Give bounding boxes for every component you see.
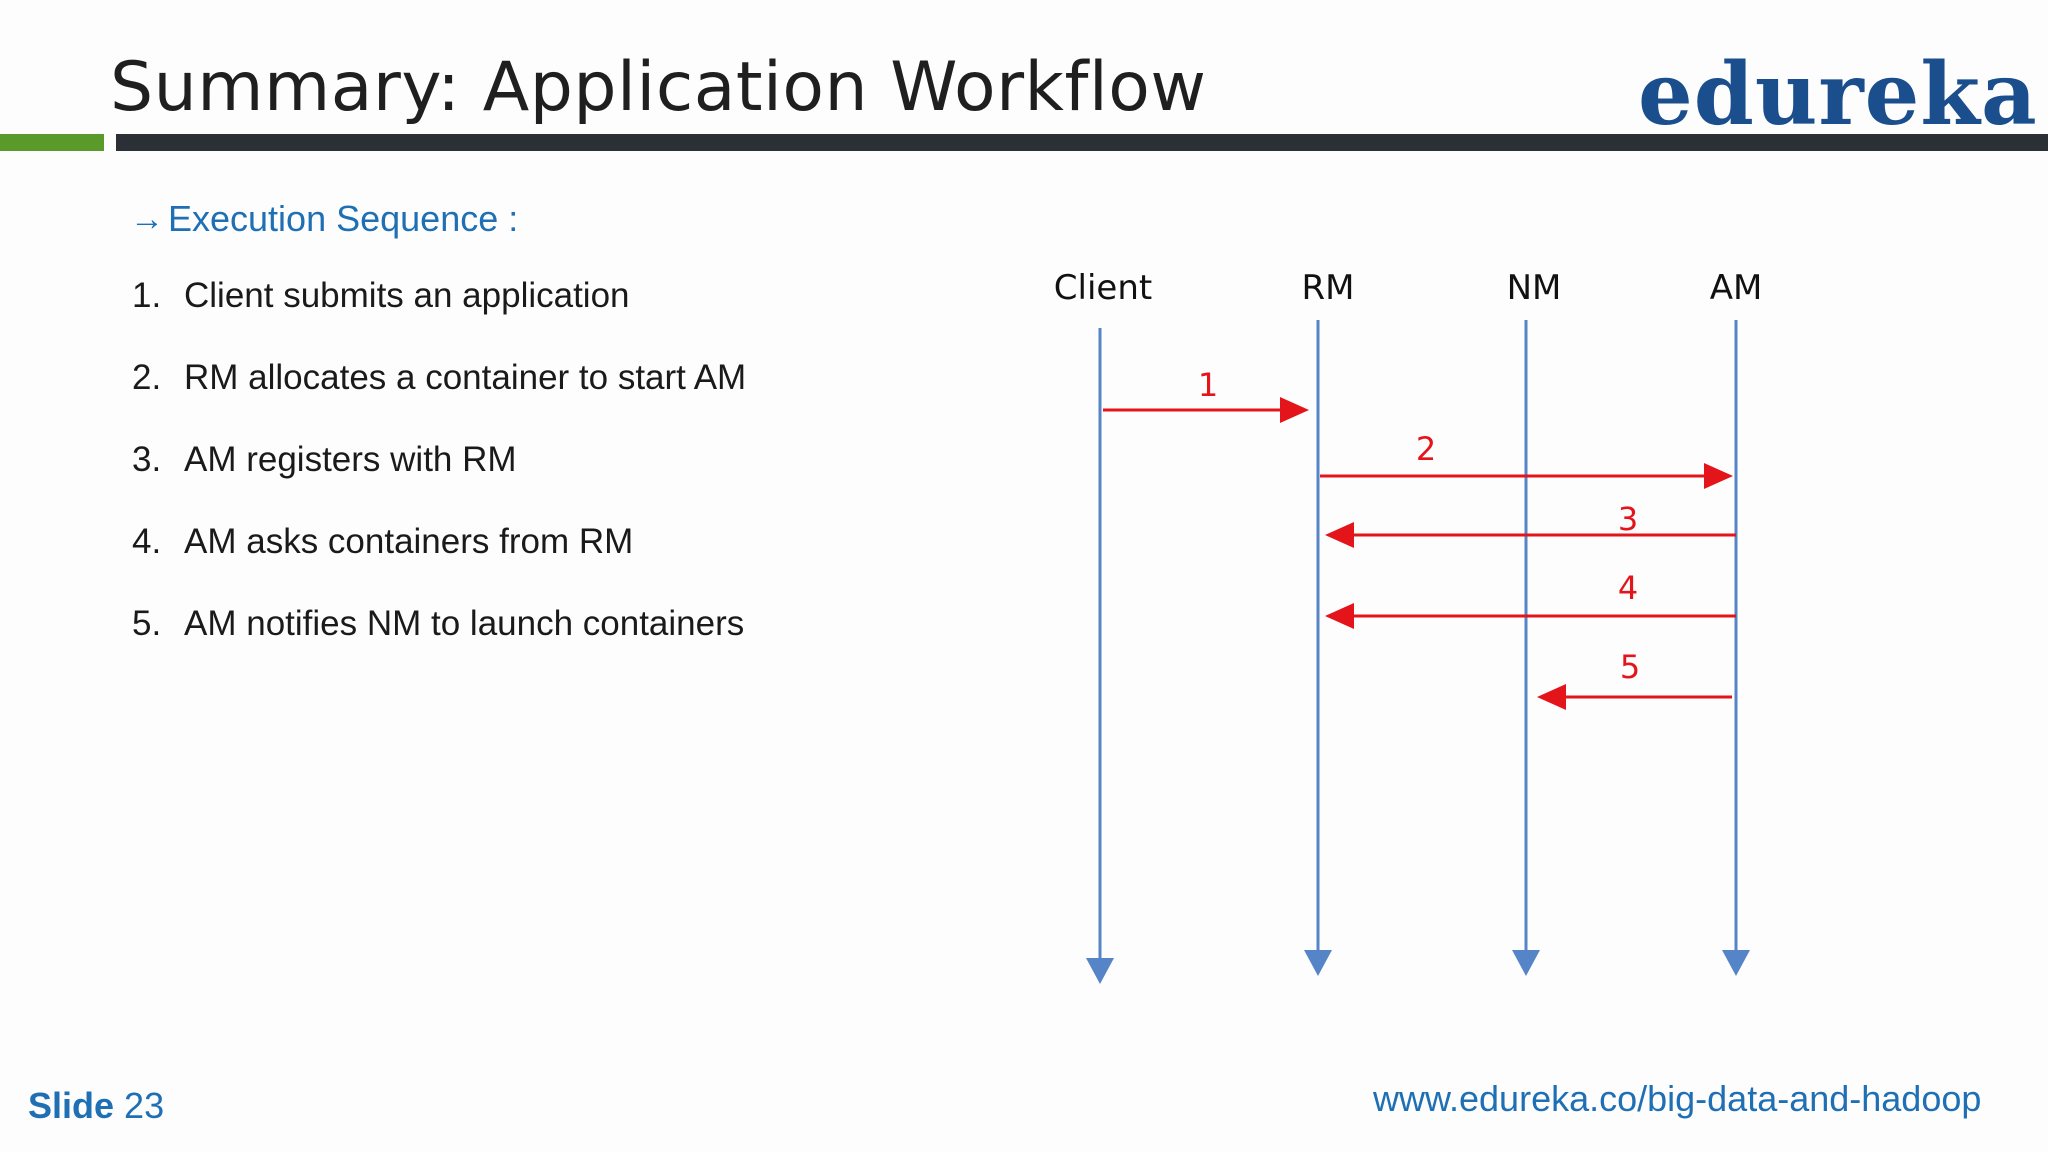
message-arrowhead-2 (1704, 463, 1733, 489)
message-arrowhead-3 (1325, 522, 1354, 548)
message-label-1: 1 (1198, 366, 1218, 404)
slide-number: Slide 23 (28, 1085, 164, 1127)
step-number: 3. (132, 440, 162, 479)
lifeline-nm-arrowhead (1512, 950, 1540, 976)
lifeline-label-nm: NM (1507, 268, 1562, 308)
messages: 1 2 3 4 5 (1103, 366, 1736, 710)
list-item: 3. AM registers with RM (132, 440, 746, 522)
step-number: 5. (132, 604, 162, 643)
footer-url: www.edureka.co/big-data-and-hadoop (1373, 1078, 1982, 1119)
list-item: 5. AM notifies NM to launch containers (132, 604, 746, 686)
lifeline-rm-arrowhead (1304, 950, 1332, 976)
message-label-3: 3 (1618, 500, 1638, 538)
lifeline-label-am: AM (1710, 268, 1763, 308)
slide-number-value: 23 (124, 1085, 165, 1126)
step-number: 1. (132, 276, 162, 315)
step-text: RM allocates a container to start AM (184, 358, 747, 397)
lifeline-label-client: Client (1054, 268, 1152, 308)
slide-title: Summary: Application Workflow (110, 48, 1207, 127)
message-label-4: 4 (1618, 569, 1638, 607)
list-item: 1. Client submits an application (132, 276, 746, 358)
lifeline-label-rm: RM (1302, 268, 1355, 308)
step-text: AM notifies NM to launch containers (184, 604, 745, 643)
list-item: 4. AM asks containers from RM (132, 522, 746, 604)
message-arrowhead-5 (1537, 684, 1566, 710)
list-item: 2. RM allocates a container to start AM (132, 358, 746, 440)
message-arrowhead-1 (1280, 397, 1309, 423)
right-arrow-icon: → (130, 199, 164, 238)
section-heading: → Execution Sequence : (130, 198, 518, 240)
message-label-5: 5 (1620, 648, 1640, 686)
slide-word: Slide (28, 1085, 115, 1126)
execution-steps-list: 1. Client submits an application 2. RM all… (132, 276, 746, 686)
step-text: Client submits an application (184, 276, 630, 315)
section-heading-text: Execution Sequence : (168, 198, 519, 239)
step-text: AM asks containers from RM (184, 522, 634, 561)
step-text: AM registers with RM (184, 440, 517, 479)
edureka-logo: edureka! (1638, 44, 2048, 145)
message-arrowhead-4 (1325, 603, 1354, 629)
lifelines (1086, 320, 1750, 984)
title-underline-bar (116, 134, 2048, 151)
step-number: 2. (132, 358, 162, 397)
title-underline-accent (0, 134, 104, 151)
message-label-2: 2 (1416, 430, 1436, 468)
lifeline-am-arrowhead (1722, 950, 1750, 976)
step-number: 4. (132, 522, 162, 561)
lifeline-client-arrowhead (1086, 958, 1114, 984)
